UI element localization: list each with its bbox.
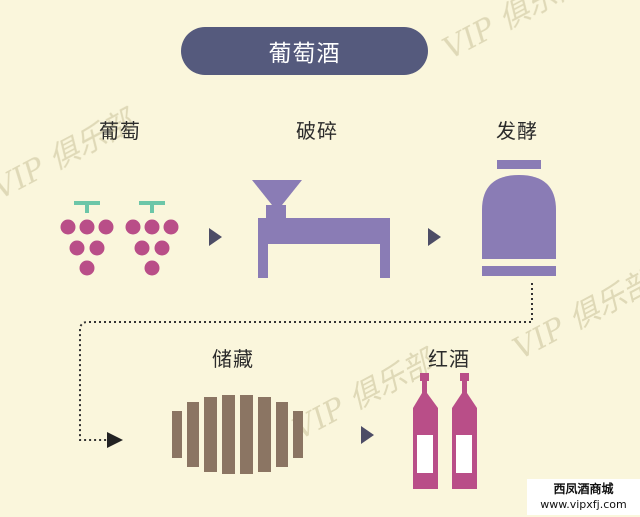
footer-brand: 西凤酒商城 www.vipxfj.com [527,479,640,515]
step-label-crush: 破碎 [296,119,338,143]
arrow-right-icon [428,228,441,246]
wine-bottles-icon [413,373,477,489]
watermark-text: VIP 俱乐部 [507,262,640,367]
title-banner: 葡萄酒 [181,27,428,75]
step-label-wine: 红酒 [428,347,470,371]
watermark-text: VIP 俱乐部 [437,0,593,67]
arrow-right-icon [209,228,222,246]
step-label-store: 储藏 [212,347,254,371]
fermentation-tank-icon [482,160,556,276]
title-text: 葡萄酒 [268,41,341,67]
footer-url: www.vipxfj.com [540,498,627,511]
arrow-right-icon [361,426,374,444]
step-label-ferment: 发酵 [496,119,538,143]
arrow-right-icon [107,432,123,448]
step-label-grape: 葡萄 [99,119,141,143]
footer-shop-name: 西凤酒商城 [553,482,614,496]
barrel-icon [172,395,303,474]
dotted-connector [79,283,533,441]
crusher-icon [252,180,390,278]
grape-icon [60,201,179,276]
